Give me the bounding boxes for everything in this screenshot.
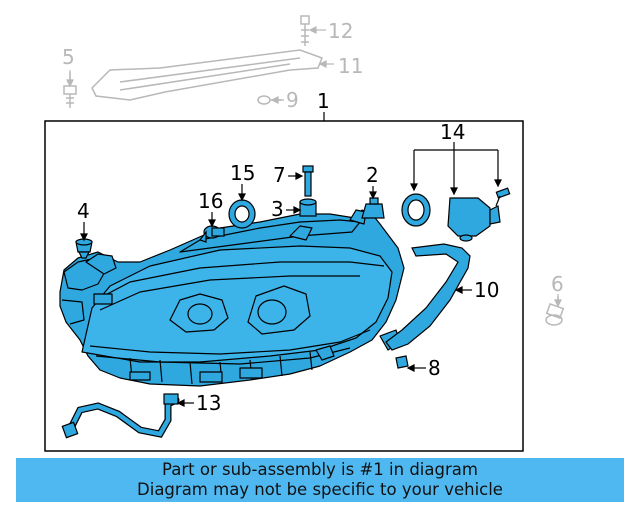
callout-1: 1 — [317, 89, 330, 113]
callout-9: 9 — [286, 88, 299, 112]
ghost-leaders — [66, 26, 562, 308]
callout-13: 13 — [196, 391, 221, 415]
callout-7: 7 — [273, 163, 286, 187]
callout-6: 6 — [551, 272, 564, 296]
ghost-parts — [63, 15, 565, 326]
callout-8: 8 — [428, 356, 441, 380]
components — [61, 165, 511, 439]
banner-line-2: Diagram may not be specific to your vehi… — [137, 480, 503, 499]
callout-3: 3 — [271, 197, 284, 221]
part-8-clip — [395, 355, 409, 369]
headlamp-lens — [81, 245, 393, 363]
part-14-module — [447, 197, 501, 242]
part-14-seal — [401, 193, 431, 227]
callout-10: 10 — [474, 278, 499, 302]
callout-15: 15 — [230, 161, 255, 185]
headlamp-assembly — [59, 209, 405, 387]
info-banner: Part or sub-assembly is #1 in diagram Di… — [16, 458, 624, 502]
assembly-frame — [44, 120, 524, 452]
callout-11: 11 — [338, 54, 363, 78]
part-7-bolt — [302, 165, 314, 197]
banner-line-1: Part or sub-assembly is #1 in diagram — [162, 460, 478, 479]
callout-16: 16 — [198, 189, 223, 213]
part-3-nut — [299, 198, 317, 217]
bracket-part-11 — [91, 49, 323, 101]
part-13-harness — [61, 393, 180, 439]
callout-5: 5 — [62, 45, 75, 69]
callout-14: 14 — [440, 120, 465, 144]
bolt-part-12 — [300, 15, 310, 46]
callout-4: 4 — [77, 199, 90, 223]
part-2-clip — [361, 197, 385, 219]
callout-12: 12 — [328, 19, 353, 43]
part-10-trim — [385, 243, 471, 351]
part-14-screw — [495, 187, 511, 207]
leader-lines — [80, 142, 502, 407]
part-4-nut — [75, 238, 93, 259]
part-15-seal — [228, 199, 256, 229]
callout-2: 2 — [366, 163, 379, 187]
